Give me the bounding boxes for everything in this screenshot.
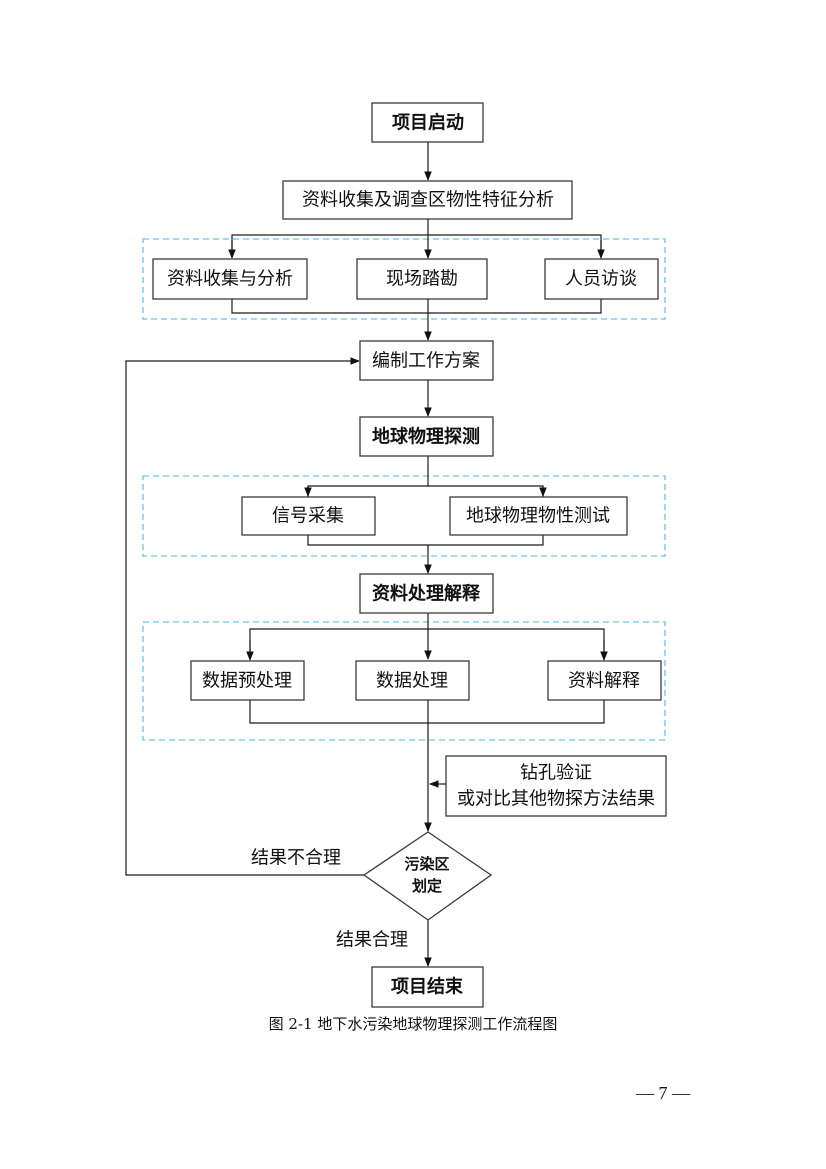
group2-item-box: 地球物理物性测试: [449, 496, 628, 536]
plan-label: 编制工作方案: [372, 351, 480, 372]
group-container-2: [142, 475, 666, 557]
end-label: 项目结束: [391, 976, 464, 998]
geophysics-label: 地球物理探测: [372, 426, 480, 448]
verify-label-line1: 钻孔验证: [520, 763, 592, 784]
connector: [307, 485, 544, 497]
group1-item-box: 人员访谈: [544, 258, 659, 300]
group3-item-label: 数据处理: [376, 671, 448, 692]
geophysics-box: 地球物理探测: [359, 416, 494, 457]
group-container-3: [142, 621, 666, 741]
label-result-reasonable: 结果合理: [336, 930, 408, 951]
group-container-1: [142, 238, 666, 320]
group3-item-label: 数据预处理: [202, 671, 292, 692]
page-number: — 7 —: [635, 1083, 691, 1103]
group2-item-box: 信号采集: [241, 496, 376, 536]
end-box: 项目结束: [371, 966, 484, 1008]
collect-analyze-label: 资料收集及调查区物性特征分析: [302, 190, 554, 211]
connector: [307, 535, 544, 546]
start-box: 项目启动: [371, 102, 484, 143]
connector: [249, 628, 605, 659]
label-result-unreasonable: 结果不合理: [251, 848, 341, 869]
verify-label-line2: 或对比其他物探方法结果: [457, 789, 655, 810]
group1-item-label: 资料收集与分析: [167, 269, 293, 290]
decision-diamond: 污染区 划定: [362, 831, 493, 921]
decision-label-line2: 划定: [412, 877, 442, 895]
group1-item-label: 人员访谈: [565, 269, 637, 290]
group2-item-label: 地球物理物性测试: [466, 506, 610, 527]
group3-item-label: 资料解释: [568, 671, 640, 692]
processing-label: 资料处理解释: [372, 583, 481, 605]
connector: [231, 234, 602, 257]
group1-item-label: 现场踏勘: [386, 269, 458, 290]
feedback-arrow-to-plan: [125, 357, 364, 876]
figure-caption: 图 2-1 地下水污染地球物理探测工作流程图: [269, 1015, 558, 1033]
verify-box: 钻孔验证 或对比其他物探方法结果: [445, 755, 667, 817]
group3-item-box: 数据预处理: [190, 660, 305, 701]
processing-box: 资料处理解释: [359, 573, 494, 614]
group3-item-box: 资料解释: [547, 660, 662, 701]
connector: [249, 700, 605, 724]
plan-box: 编制工作方案: [359, 340, 494, 381]
connector: [231, 299, 602, 314]
collect-analyze-box: 资料收集及调查区物性特征分析: [282, 180, 573, 220]
decision-label-line1: 污染区: [404, 855, 449, 873]
group1-item-box: 资料收集与分析: [152, 258, 308, 300]
start-label: 项目启动: [392, 112, 464, 134]
group2-item-label: 信号采集: [272, 506, 344, 527]
group3-item-box: 数据处理: [355, 660, 470, 701]
group1-item-box: 现场踏勘: [356, 258, 488, 300]
